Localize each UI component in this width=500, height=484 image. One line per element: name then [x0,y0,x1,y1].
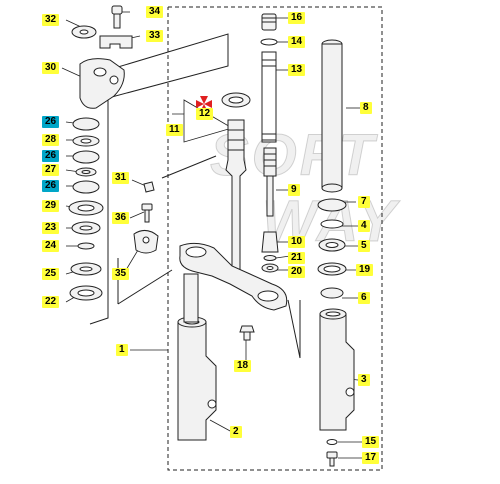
callout-29: 29 [42,200,60,212]
frame-border [167,6,383,471]
part-14-o-ring [260,38,278,46]
callout-28: 28 [42,134,60,146]
callout-8: 8 [360,102,372,114]
callout-6: 6 [358,292,370,304]
callout-15: 15 [362,436,380,448]
callout-10: 10 [288,236,306,248]
part-18-bolt [239,325,255,341]
callout-21: 21 [288,252,306,264]
part-7-dust-seal [317,198,347,212]
callout-27: 27 [42,164,60,176]
part-30-upper-bracket [79,58,125,109]
callout-31: 31 [112,172,130,184]
part-26-nut-c [72,180,100,194]
part-24-ring [77,242,95,250]
callout-24: 24 [42,240,60,252]
callout-17: 17 [362,452,380,464]
callout-32: 32 [42,14,60,26]
callout-26-a: 26 [42,116,60,128]
part-17-bolt [326,451,338,467]
callout-14: 14 [288,36,306,48]
part-6-bushing [320,287,344,299]
guide-line-a [161,155,217,179]
part-16-cap-bolt [261,13,277,31]
part-1-outer-tube-left [177,321,217,441]
callout-4: 4 [358,220,370,232]
callout-26-c: 26 [42,180,60,192]
callout-12: 12 [196,108,214,120]
callout-11: 11 [166,124,183,136]
callout-2: 2 [230,426,242,438]
callout-25: 25 [42,268,60,280]
callout-33: 33 [146,30,164,42]
part-15-washer [326,439,338,445]
callout-3: 3 [358,374,370,386]
part-34-bolt [111,5,123,29]
callout-16: 16 [288,12,306,24]
part-13-spring [261,51,277,143]
part-33-clamp [99,35,133,49]
callout-7: 7 [358,196,370,208]
part-31-plug [143,181,155,193]
part-11-steering-stem [225,119,247,271]
callout-9: 9 [288,184,300,196]
callout-34: 34 [146,6,164,18]
callout-36: 36 [112,212,130,224]
part-3-outer-tube-right [319,313,355,431]
part-26-nut-b [72,150,100,164]
callout-22: 22 [42,296,60,308]
part-21-ring [263,255,277,261]
callout-26-b: 26 [42,150,60,162]
callout-30: 30 [42,62,60,74]
callout-20: 20 [288,266,306,278]
part-26-nut-a [72,117,100,131]
callout-13: 13 [288,64,306,76]
part-36-bolt [141,203,153,223]
callout-35: 35 [112,268,130,280]
callout-18: 18 [234,360,252,372]
part-8-inner-tube [321,39,343,193]
guide-line-d [287,299,301,359]
part-9-damper-rod [263,147,277,217]
guide-line-c [117,269,173,305]
callout-19: 19 [356,264,374,276]
callout-5: 5 [358,240,370,252]
left-bracket-line [89,33,229,325]
part-4-clip [320,219,344,229]
part-10-taper-spindle [261,231,279,253]
callout-23: 23 [42,222,60,234]
callout-1: 1 [116,344,128,356]
